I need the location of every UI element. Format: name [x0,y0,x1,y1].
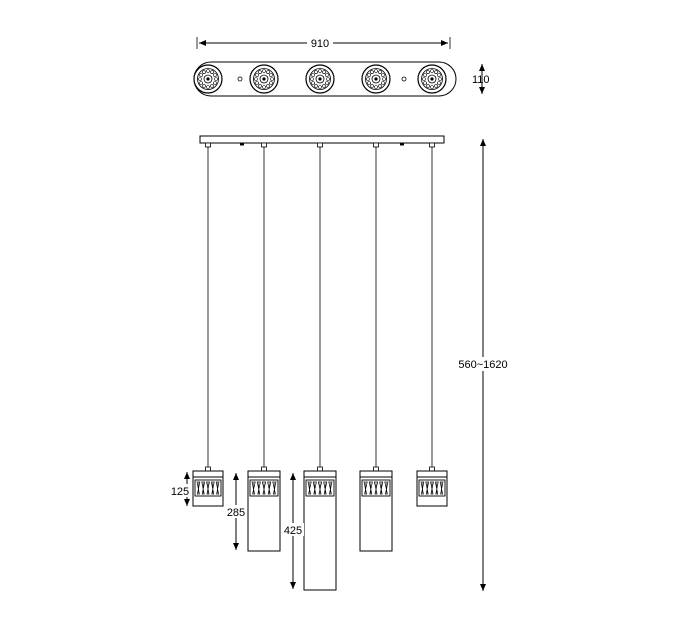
front-view: 560~1620 125 285 425 [168,135,515,591]
mount-screw [237,76,243,82]
pendant-medium [359,142,393,552]
drop-height-label: 560~1620 [458,359,507,371]
pendants [192,142,448,591]
lamp-holders-top-view [193,64,447,94]
short-shade-dimension: 125 [168,472,190,506]
long-shade-label: 425 [284,525,302,537]
long-shade-dimension: 425 [282,473,304,589]
pendant-short [192,142,224,507]
drop-height-dimension: 560~1620 [453,139,515,591]
medium-shade-label: 285 [227,507,245,519]
lamp-holder-top [249,64,279,94]
lamp-holder-top [361,64,391,94]
top-view: 910 110 [193,35,490,97]
depth-label: 110 [472,74,490,86]
medium-shade-dimension: 285 [225,473,247,550]
lamp-holder-top [193,64,223,94]
canopy-bar [199,135,445,144]
lamp-holder-top [417,64,447,94]
depth-dimension: 110 [472,64,490,94]
pendant-short [416,142,448,507]
canopy-clip [400,143,404,146]
mount-screw [401,76,407,82]
pendant-long [303,142,337,591]
lamp-holder-top [305,64,335,94]
width-label: 910 [311,38,329,50]
canopy-clip [240,143,244,146]
short-shade-label: 125 [171,486,189,498]
pendant-medium [247,142,281,552]
width-dimension: 910 [196,35,451,50]
